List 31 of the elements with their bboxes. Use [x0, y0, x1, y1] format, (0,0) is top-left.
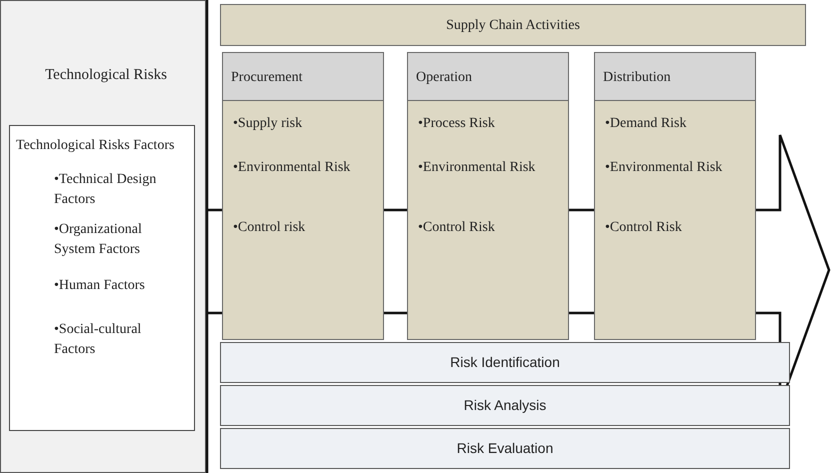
column-heading: Procurement: [231, 69, 304, 86]
risk-item: •Control Risk: [418, 219, 496, 236]
step-label: Risk Identification: [449, 354, 561, 371]
side-panel: [0, 0, 206, 473]
step-label: Risk Analysis: [462, 397, 548, 414]
factors-heading: Technological Risks Factors: [16, 137, 176, 155]
column-heading: Distribution: [603, 69, 672, 86]
risk-item: •Control risk: [233, 219, 306, 236]
activity-column: [222, 52, 384, 340]
bar-title: Supply Chain Activities: [445, 17, 581, 34]
header-bar: [220, 4, 806, 46]
column-heading: Operation: [416, 69, 473, 86]
step-label: Risk Evaluation: [456, 440, 554, 457]
factor-item: •Organizational System Factors: [54, 221, 143, 259]
risk-item: •Environmental Risk: [418, 159, 536, 176]
factors-box: [9, 125, 195, 431]
process-step-box: [220, 342, 790, 383]
factor-item: •Human Factors: [54, 277, 146, 295]
process-step-box: [220, 428, 790, 469]
risk-item: •Environmental Risk: [605, 159, 724, 176]
risk-item: •Supply risk: [233, 115, 304, 132]
activity-column: [594, 52, 756, 340]
risk-item: •Process Risk: [418, 115, 496, 132]
activity-column: [407, 52, 569, 340]
risk-item: •Control Risk: [605, 219, 683, 236]
process-step-box: [220, 385, 790, 426]
risk-item: •Demand Risk: [605, 115, 688, 132]
risk-item: •Environmental Risk: [233, 159, 352, 176]
factor-item: •Technical Design Factors: [54, 171, 158, 209]
factor-item: •Social-cultural Factors: [54, 321, 142, 359]
panel-title: Technological Risks: [44, 66, 168, 85]
